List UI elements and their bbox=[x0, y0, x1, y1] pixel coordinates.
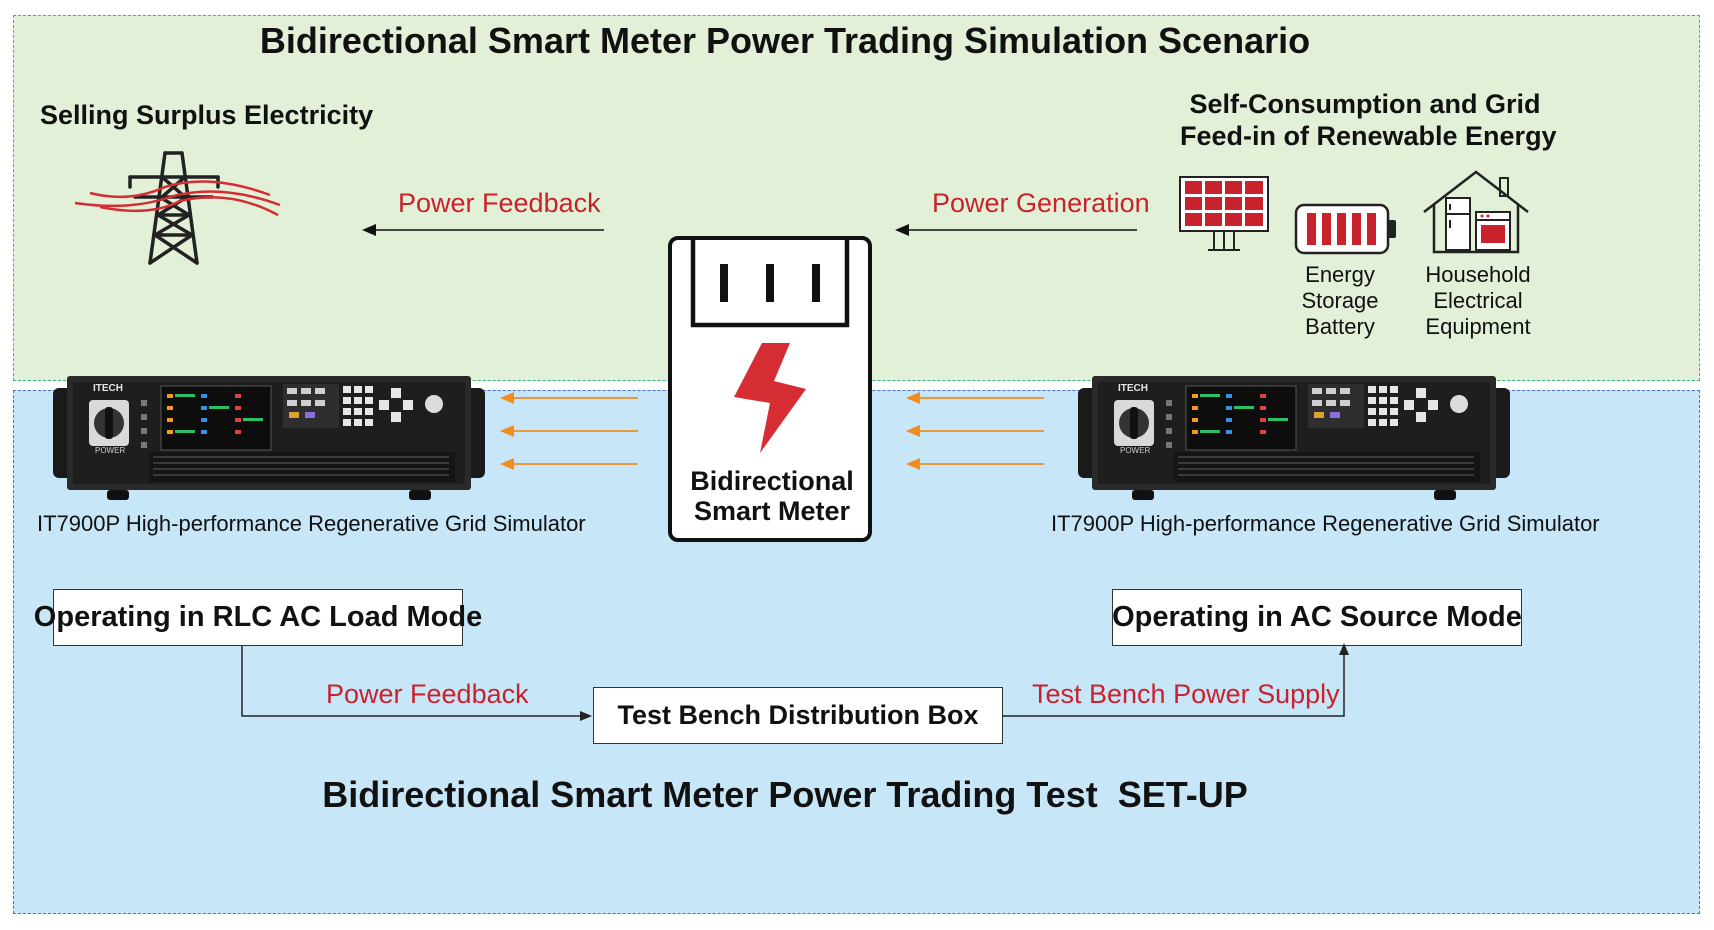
distribution-box: Test Bench Distribution Box bbox=[593, 687, 1003, 744]
setup-title: Bidirectional Smart Meter Power Trading … bbox=[322, 774, 1248, 815]
connector-left bbox=[241, 646, 592, 721]
test-bench-supply-label: Test Bench Power Supply bbox=[1032, 679, 1340, 709]
battery-caption-line1: Energy bbox=[1305, 262, 1375, 287]
connector-right bbox=[1003, 643, 1349, 717]
self-consumption-heading: Self-Consumption and Grid Feed-in of Ren… bbox=[1180, 88, 1557, 152]
orange-arrows-right bbox=[906, 392, 1044, 470]
power-feedback-arrow-top bbox=[362, 224, 604, 236]
household-caption: Household Electrical Equipment bbox=[1418, 262, 1538, 340]
battery-caption-line3: Battery bbox=[1305, 314, 1375, 339]
smart-meter-label-line2: Smart Meter bbox=[693, 496, 851, 526]
ac-source-mode-box: Operating in AC Source Mode bbox=[1112, 589, 1522, 646]
household-caption-line2: Electrical bbox=[1433, 288, 1523, 313]
grid-simulator-left-illustration bbox=[53, 376, 485, 500]
grid-simulator-left-brand: ITECH bbox=[93, 383, 123, 394]
power-feedback-label-top: Power Feedback bbox=[398, 188, 601, 218]
grid-simulator-right-power-label: POWER bbox=[1120, 446, 1151, 455]
grid-simulator-left: ITECH POWER bbox=[53, 374, 485, 504]
scenario-title: Bidirectional Smart Meter Power Trading … bbox=[259, 20, 1311, 61]
grid-simulator-right-label: IT7900P High-performance Regenerative Gr… bbox=[1051, 511, 1600, 536]
transmission-tower-icon bbox=[74, 151, 281, 265]
orange-arrows-left bbox=[500, 392, 638, 470]
grid-simulator-right-illustration bbox=[1078, 376, 1510, 500]
self-consumption-heading-line2: Feed-in of Renewable Energy bbox=[1180, 121, 1557, 151]
solar-panel-icon bbox=[1179, 176, 1269, 251]
lightning-bolt-icon bbox=[734, 343, 806, 453]
battery-caption: Energy Storage Battery bbox=[1290, 262, 1390, 340]
power-feedback-label-bottom: Power Feedback bbox=[326, 679, 529, 709]
grid-simulator-right-brand: ITECH bbox=[1118, 383, 1148, 394]
household-caption-line1: Household bbox=[1425, 262, 1531, 287]
smart-meter-label: Bidirectional Smart Meter bbox=[672, 466, 872, 526]
self-consumption-heading-line1: Self-Consumption and Grid bbox=[1189, 89, 1541, 119]
battery-caption-line2: Storage bbox=[1301, 288, 1379, 313]
grid-simulator-right: ITECH POWER bbox=[1078, 374, 1510, 504]
selling-surplus-heading: Selling Surplus Electricity bbox=[40, 100, 374, 130]
household-appliance-icon bbox=[1423, 170, 1529, 254]
battery-icon bbox=[1294, 203, 1396, 255]
smart-meter-label-line1: Bidirectional bbox=[690, 466, 854, 496]
grid-simulator-left-power-label: POWER bbox=[95, 446, 126, 455]
household-caption-line3: Equipment bbox=[1425, 314, 1531, 339]
power-generation-arrow bbox=[895, 224, 1137, 236]
smart-meter-socket bbox=[690, 240, 850, 328]
rlc-load-mode-box: Operating in RLC AC Load Mode bbox=[34, 589, 482, 646]
power-generation-label: Power Generation bbox=[932, 188, 1150, 218]
grid-simulator-left-label: IT7900P High-performance Regenerative Gr… bbox=[37, 511, 586, 536]
